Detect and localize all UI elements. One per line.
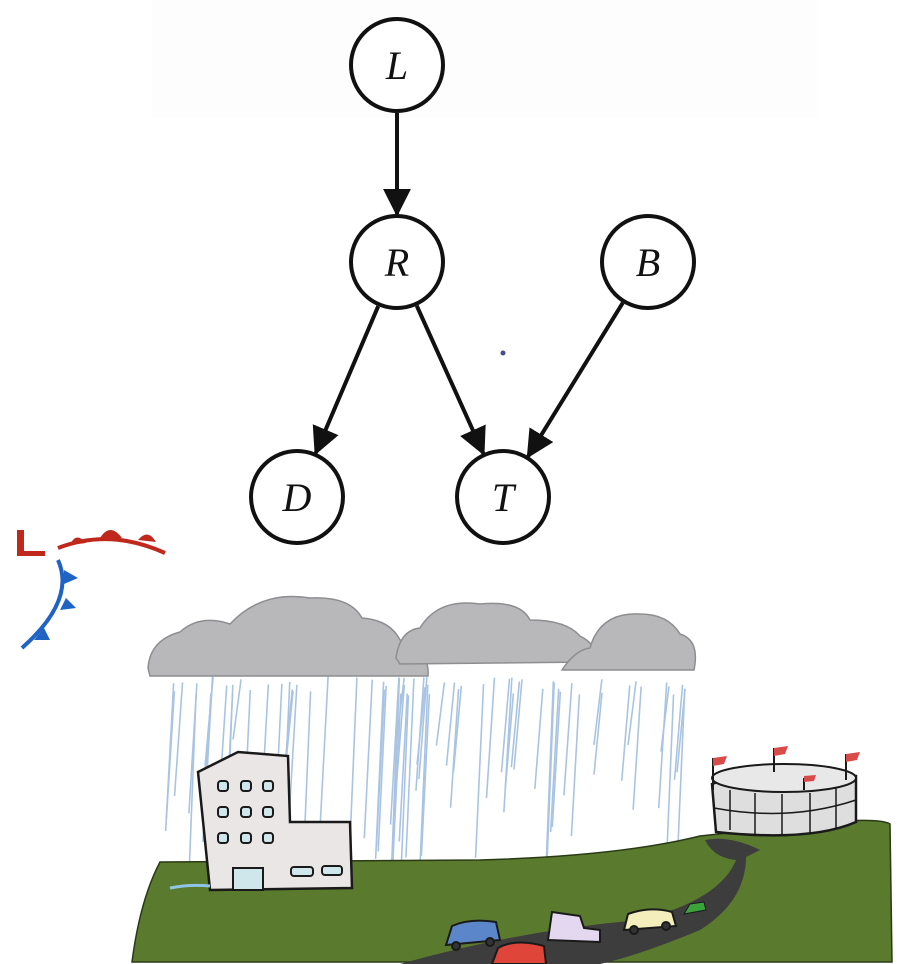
rain-streak (392, 693, 402, 862)
node-l: L (349, 17, 445, 113)
rain-streak (627, 681, 637, 746)
diagram-edges (312, 113, 625, 459)
rain-streak (377, 685, 387, 852)
rain-streak (398, 693, 409, 842)
node-label: B (636, 240, 660, 285)
rain-streak (232, 679, 242, 740)
rain-streak (165, 691, 176, 819)
office-building (169, 750, 354, 892)
diagram-background (152, 0, 817, 118)
rain-streak (500, 678, 511, 773)
rain-streak (173, 682, 184, 797)
rain-streak (418, 676, 428, 780)
rain-streak (405, 678, 415, 858)
rain-streak (419, 684, 429, 871)
rain-streak (188, 683, 198, 814)
node-circle (349, 17, 445, 113)
rain-streak (563, 682, 573, 796)
rain-streak (415, 677, 425, 791)
road (400, 852, 747, 964)
rain-streak (485, 677, 496, 799)
rain-streak (375, 689, 386, 847)
node-r: R (349, 214, 445, 310)
rain-streak (676, 689, 686, 773)
rain-streak (435, 682, 446, 746)
node-circle (455, 449, 551, 545)
rain-streak (551, 691, 562, 828)
rain-streak (534, 688, 544, 790)
rain-streak (204, 677, 214, 766)
diagram-nodes: L R B D T (249, 17, 696, 545)
rain-streak (593, 679, 603, 746)
rain-streak (549, 688, 560, 833)
stadium (710, 746, 860, 837)
node-d: D (249, 449, 345, 545)
rain-streak (363, 679, 374, 839)
node-label: D (282, 475, 312, 520)
rain-streak (390, 677, 400, 884)
rain-streak (510, 681, 521, 768)
weather-front-icon (17, 530, 166, 650)
rain-streak (570, 694, 581, 837)
rain-streak (620, 685, 631, 781)
node-b: B (600, 214, 696, 310)
rain-streak (452, 685, 463, 773)
rain-streak (593, 692, 603, 775)
rain-streak (632, 686, 642, 810)
node-label: R (384, 240, 409, 285)
edge-b-to-t (526, 301, 625, 459)
rain-streak (657, 682, 668, 809)
rain-streak (503, 677, 513, 813)
traffic (444, 901, 707, 964)
low-pressure-letter (17, 530, 45, 556)
rain-streak (449, 688, 460, 808)
node-label: T (492, 475, 517, 520)
rain-streak (445, 682, 456, 766)
rain-streak (420, 694, 431, 856)
rain-streak (673, 684, 684, 780)
rain-streak (545, 682, 556, 883)
white-truck (546, 910, 601, 944)
rain-streak (504, 693, 515, 788)
rain-streak (474, 683, 485, 858)
node-circle (600, 214, 696, 310)
edge-r-to-t (414, 304, 486, 456)
cold-front (20, 559, 65, 650)
node-circle (349, 214, 445, 310)
stadium-flags (712, 746, 860, 790)
rain-streak (319, 676, 329, 827)
storm-clouds (147, 595, 697, 677)
rain-streak (660, 686, 670, 752)
green-car (683, 901, 707, 915)
node-circle (249, 449, 345, 545)
node-t: T (455, 449, 551, 545)
red-car (490, 941, 548, 964)
cursor-dot (500, 350, 506, 356)
rain-streak (513, 679, 523, 770)
puddle (169, 883, 211, 890)
edge-r-to-d (312, 305, 381, 456)
node-label: L (385, 43, 408, 88)
rain-streak (399, 695, 410, 889)
